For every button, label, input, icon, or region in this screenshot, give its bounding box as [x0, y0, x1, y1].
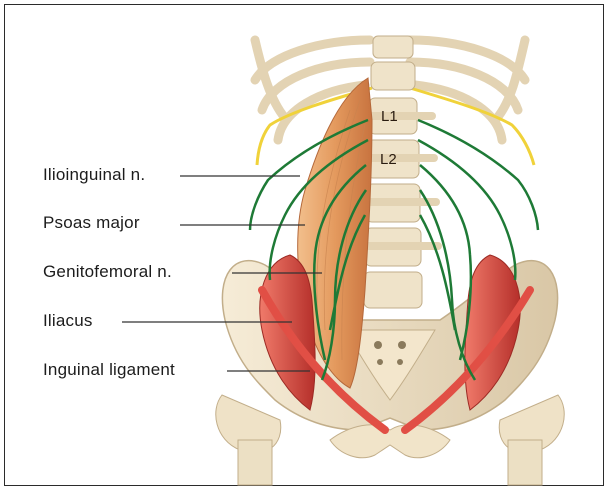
label-iliacus: Iliacus — [43, 311, 93, 331]
vertebra-label-l2: L2 — [380, 151, 397, 168]
vertebra-label-l1: L1 — [381, 108, 398, 125]
label-ilioinguinal-nerve: Ilioinguinal n. — [43, 165, 145, 185]
label-psoas-major: Psoas major — [43, 213, 140, 233]
label-inguinal-ligament: Inguinal ligament — [43, 360, 175, 380]
label-genitofemoral-nerve: Genitofemoral n. — [43, 262, 172, 282]
